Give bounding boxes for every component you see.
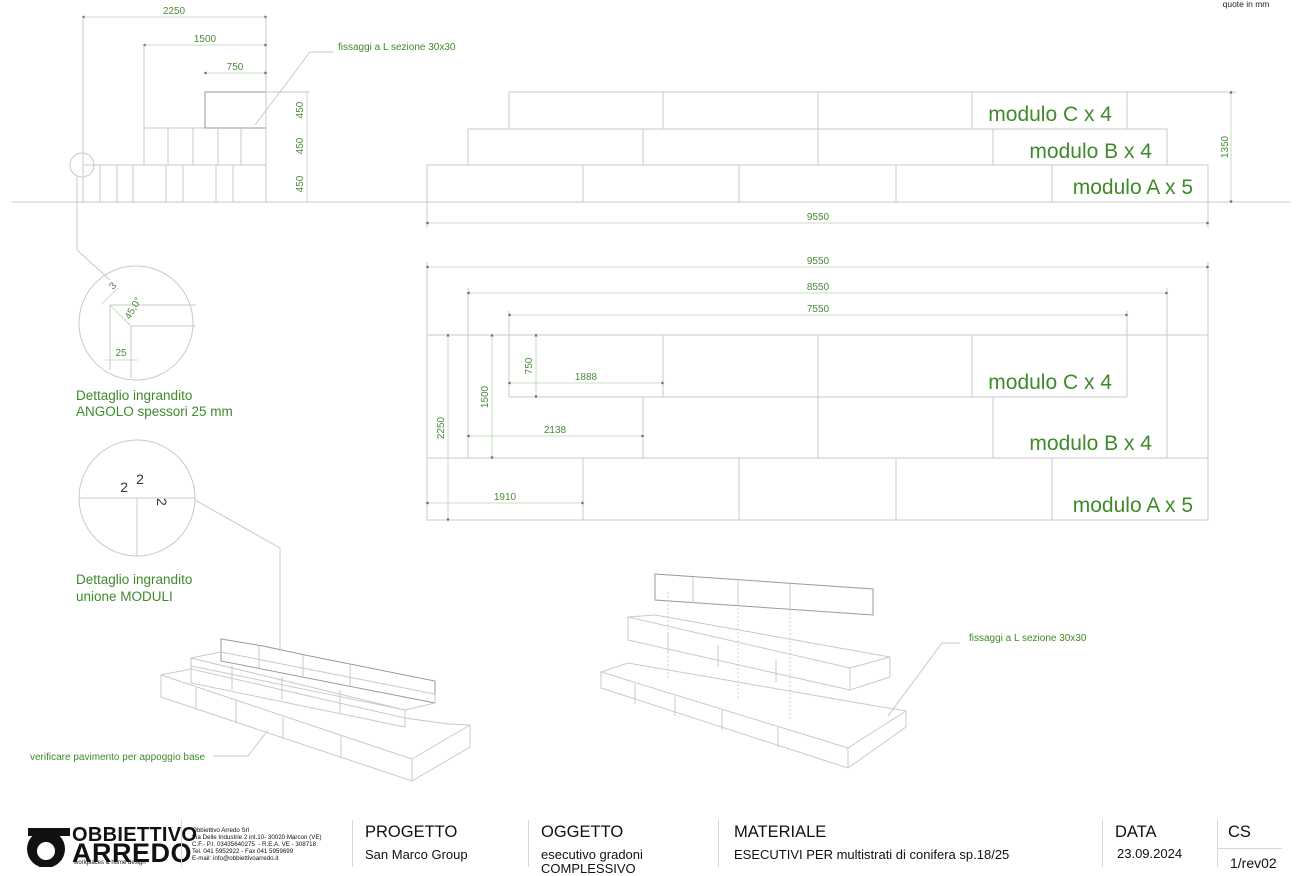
title-block-divider — [1102, 820, 1103, 867]
plan-depth-2250: 2250 — [436, 416, 447, 439]
corner-dim-angle: 45,0° — [123, 296, 144, 322]
joint-dim-left: 2 — [120, 479, 128, 495]
side-dim-h1: 450 — [295, 101, 306, 118]
title-block-divider — [181, 820, 182, 867]
plan-module-c-label: modulo C x 4 — [988, 371, 1112, 394]
front-module-c-label: modulo C x 4 — [988, 103, 1112, 126]
plan-module-b-label: modulo B x 4 — [1029, 432, 1152, 455]
isometric-view-right: fissaggi a L sezione 30x30 — [600, 573, 1087, 769]
logo-text-line2: ARREDO — [72, 838, 193, 868]
plan-module-a-label: modulo A x 5 — [1073, 494, 1193, 517]
side-dim-2250: 2250 — [163, 6, 186, 17]
logo-text-line1: OBBIETTIVO — [72, 824, 198, 846]
isometric-view-left: verificare pavimento per appoggio base — [30, 638, 471, 782]
iso-right-callout: fissaggi a L sezione 30x30 — [969, 633, 1087, 644]
materiale-value: ESECUTIVI PER multistrati di conifera sp… — [734, 847, 1010, 862]
company-address: Obbiettivo Arredo Srl Via Delle Industri… — [192, 827, 322, 862]
plan-view: modulo C x 4 modulo B x 4 modulo A x 5 9… — [425, 256, 1210, 522]
detail-joint: 2 2 2 Dettaglio ingrandito unione MODULI — [76, 439, 281, 650]
data-label: DATA — [1115, 823, 1157, 841]
oggetto-label: OGGETTO — [541, 823, 624, 841]
title-block-divider — [352, 820, 353, 867]
detail-corner: 3 45,0° 25 Dettaglio ingrandito ANGOLO s… — [76, 265, 233, 419]
side-dim-750: 750 — [227, 62, 244, 73]
front-total-height: 1350 — [1220, 135, 1231, 158]
plan-module-a-length: 1910 — [494, 492, 517, 503]
logo-mark — [27, 828, 70, 867]
corner-caption-line2: ANGOLO spessori 25 mm — [76, 404, 233, 419]
side-dim-1500: 1500 — [194, 34, 217, 45]
side-dim-h3: 450 — [295, 175, 306, 192]
joint-dim-top: 2 — [136, 471, 144, 487]
plan-width-8550: 8550 — [807, 282, 830, 293]
oggetto-value-line1: esecutivo gradoni — [541, 847, 643, 862]
progetto-value: San Marco Group — [365, 847, 468, 862]
cs-label: CS — [1228, 823, 1251, 841]
corner-dim-25: 25 — [115, 348, 127, 359]
cs-value: 1/rev02 — [1230, 855, 1277, 871]
plan-width-7550: 7550 — [807, 304, 830, 315]
materiale-label: MATERIALE — [734, 823, 827, 841]
joint-caption-line2: unione MODULI — [76, 589, 173, 604]
iso-left-callout: verificare pavimento per appoggio base — [30, 752, 206, 763]
front-total-width: 9550 — [807, 212, 830, 223]
joint-caption-line1: Dettaglio ingrandito — [76, 572, 192, 587]
detail-ref-circle — [69, 152, 95, 178]
progetto-label: PROGETTO — [365, 823, 458, 841]
side-view: 2250 1500 750 450 450 450 fissaggi a L s… — [69, 6, 456, 281]
title-block-divider — [528, 820, 529, 867]
title-block-divider — [718, 820, 719, 867]
oggetto-value-line2: COMPLESSIVO — [541, 861, 636, 876]
cs-divider — [1218, 848, 1282, 849]
side-step-b — [143, 127, 267, 166]
side-dim-h2: 450 — [295, 137, 306, 154]
front-module-b-label: modulo B x 4 — [1029, 140, 1152, 163]
plan-width-9550: 9550 — [807, 256, 830, 267]
plan-module-b-length: 2138 — [544, 425, 567, 436]
logo-tagline: workplaces & home design — [74, 860, 146, 866]
side-callout: fissaggi a L sezione 30x30 — [338, 42, 456, 53]
corner-caption-line1: Dettaglio ingrandito — [76, 388, 192, 403]
front-module-a-label: modulo A x 5 — [1073, 176, 1193, 199]
plan-depth-1500: 1500 — [480, 385, 491, 408]
data-value: 23.09.2024 — [1117, 846, 1183, 861]
side-step-a — [82, 164, 267, 203]
title-block-divider — [1217, 820, 1218, 867]
units-note: quote in mm — [1223, 0, 1270, 9]
corner-dim-3: 3 — [107, 280, 119, 292]
plan-depth-750: 750 — [524, 357, 535, 374]
front-view: modulo C x 4 modulo B x 4 modulo A x 5 1… — [425, 90, 1236, 228]
plan-module-c-length: 1888 — [575, 372, 598, 383]
joint-dim-right: 2 — [154, 498, 170, 506]
